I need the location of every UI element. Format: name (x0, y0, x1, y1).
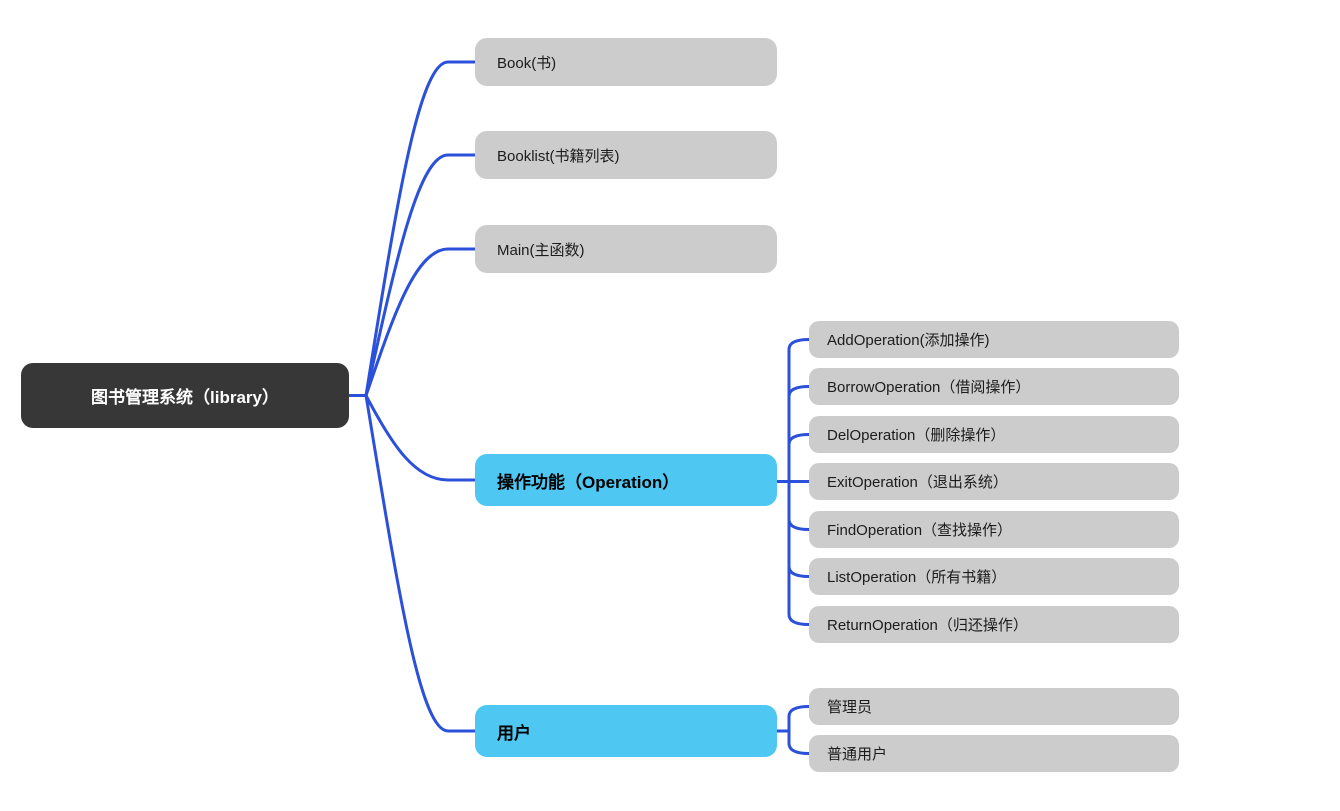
node-borrow-operation-label: BorrowOperation（借阅操作） (827, 379, 1031, 396)
connector-root-booklist (364, 153, 477, 397)
node-del-operation-label: DelOperation（删除操作） (827, 427, 1006, 444)
node-operation-label: 操作功能（Operation） (497, 472, 680, 492)
node-return-operation-label: ReturnOperation（归还操作） (827, 617, 1028, 634)
node-borrow-operation[interactable]: BorrowOperation（借阅操作） (809, 368, 1179, 405)
node-add-operation-label: AddOperation(添加操作) (827, 332, 990, 349)
connector-root-user (364, 394, 477, 733)
node-find-operation-label: FindOperation（查找操作） (827, 522, 1013, 539)
node-exit-operation[interactable]: ExitOperation（退出系统） (809, 463, 1179, 500)
node-operation[interactable]: 操作功能（Operation） (475, 454, 777, 506)
connector-operation-borrow (787, 385, 811, 398)
node-user[interactable]: 用户 (475, 705, 777, 757)
node-find-operation[interactable]: FindOperation（查找操作） (809, 511, 1179, 548)
node-del-operation[interactable]: DelOperation（删除操作） (809, 416, 1179, 453)
node-root-label: 图书管理系统（library） (91, 388, 279, 407)
node-normal-user[interactable]: 普通用户 (809, 735, 1179, 772)
connector-user-trunk (787, 705, 811, 755)
connector-root-main (364, 247, 477, 397)
node-list-operation-label: ListOperation（所有书籍） (827, 569, 1007, 586)
node-exit-operation-label: ExitOperation（退出系统） (827, 474, 1008, 491)
connector-operation-del (787, 433, 811, 446)
connector-operation-list (787, 565, 811, 578)
connector-operation-find (787, 518, 811, 531)
node-admin-user-label: 管理员 (827, 699, 873, 716)
node-root-topic[interactable]: 图书管理系统（library） (21, 363, 349, 428)
node-list-operation[interactable]: ListOperation（所有书籍） (809, 558, 1179, 595)
node-normal-user-label: 普通用户 (827, 746, 888, 763)
connector-operation-trunk (787, 338, 811, 626)
node-user-label: 用户 (497, 723, 531, 743)
node-admin-user[interactable]: 管理员 (809, 688, 1179, 725)
node-booklist[interactable]: Booklist(书籍列表) (475, 131, 777, 179)
node-booklist-label: Booklist(书籍列表) (497, 147, 620, 165)
node-return-operation[interactable]: ReturnOperation（归还操作） (809, 606, 1179, 643)
connector-root-operation (364, 394, 477, 482)
connector-root-book (364, 60, 477, 397)
node-book-label: Book(书) (497, 54, 557, 72)
node-main[interactable]: Main(主函数) (475, 225, 777, 273)
node-main-label: Main(主函数) (497, 241, 585, 259)
node-add-operation[interactable]: AddOperation(添加操作) (809, 321, 1179, 358)
node-book[interactable]: Book(书) (475, 38, 777, 86)
